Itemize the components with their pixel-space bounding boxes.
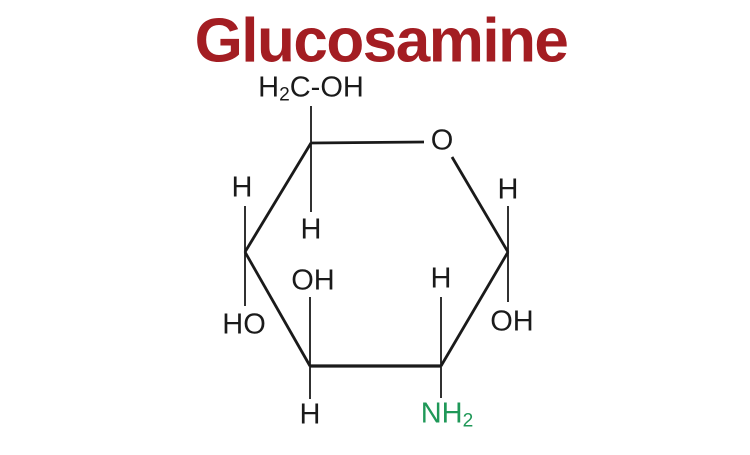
label-nh2-nh: NH bbox=[420, 397, 463, 430]
bond-o-c1 bbox=[450, 156, 510, 253]
label-h2c-oh-subscript: 2 bbox=[279, 84, 290, 106]
label-c4-ho: HO bbox=[222, 308, 266, 341]
bond-c4-c5 bbox=[243, 142, 313, 253]
label-c3-oh: OH bbox=[291, 264, 335, 297]
label-c3-h: H bbox=[299, 398, 321, 431]
bond-c5-o bbox=[310, 140, 425, 145]
label-c1-h: H bbox=[497, 173, 519, 206]
label-c4-h: H bbox=[231, 171, 253, 204]
label-nh2-subscript: 2 bbox=[462, 410, 474, 432]
label-h2c-oh-h: H bbox=[258, 71, 280, 104]
label-ring-oxygen: O bbox=[430, 124, 454, 157]
page-title: Glucosamine bbox=[194, 6, 569, 76]
bond-c1-c2 bbox=[439, 251, 510, 367]
label-h2c-oh-coh: C-OH bbox=[289, 71, 364, 104]
label-c5-h: H bbox=[300, 213, 322, 246]
label-c2-nh2: NH2 bbox=[420, 397, 474, 432]
label-c2-h: H bbox=[430, 262, 452, 295]
label-h2c-oh: H2C-OH bbox=[258, 71, 364, 106]
label-c1-oh: OH bbox=[490, 305, 534, 338]
bond-c3-c4 bbox=[243, 251, 312, 367]
